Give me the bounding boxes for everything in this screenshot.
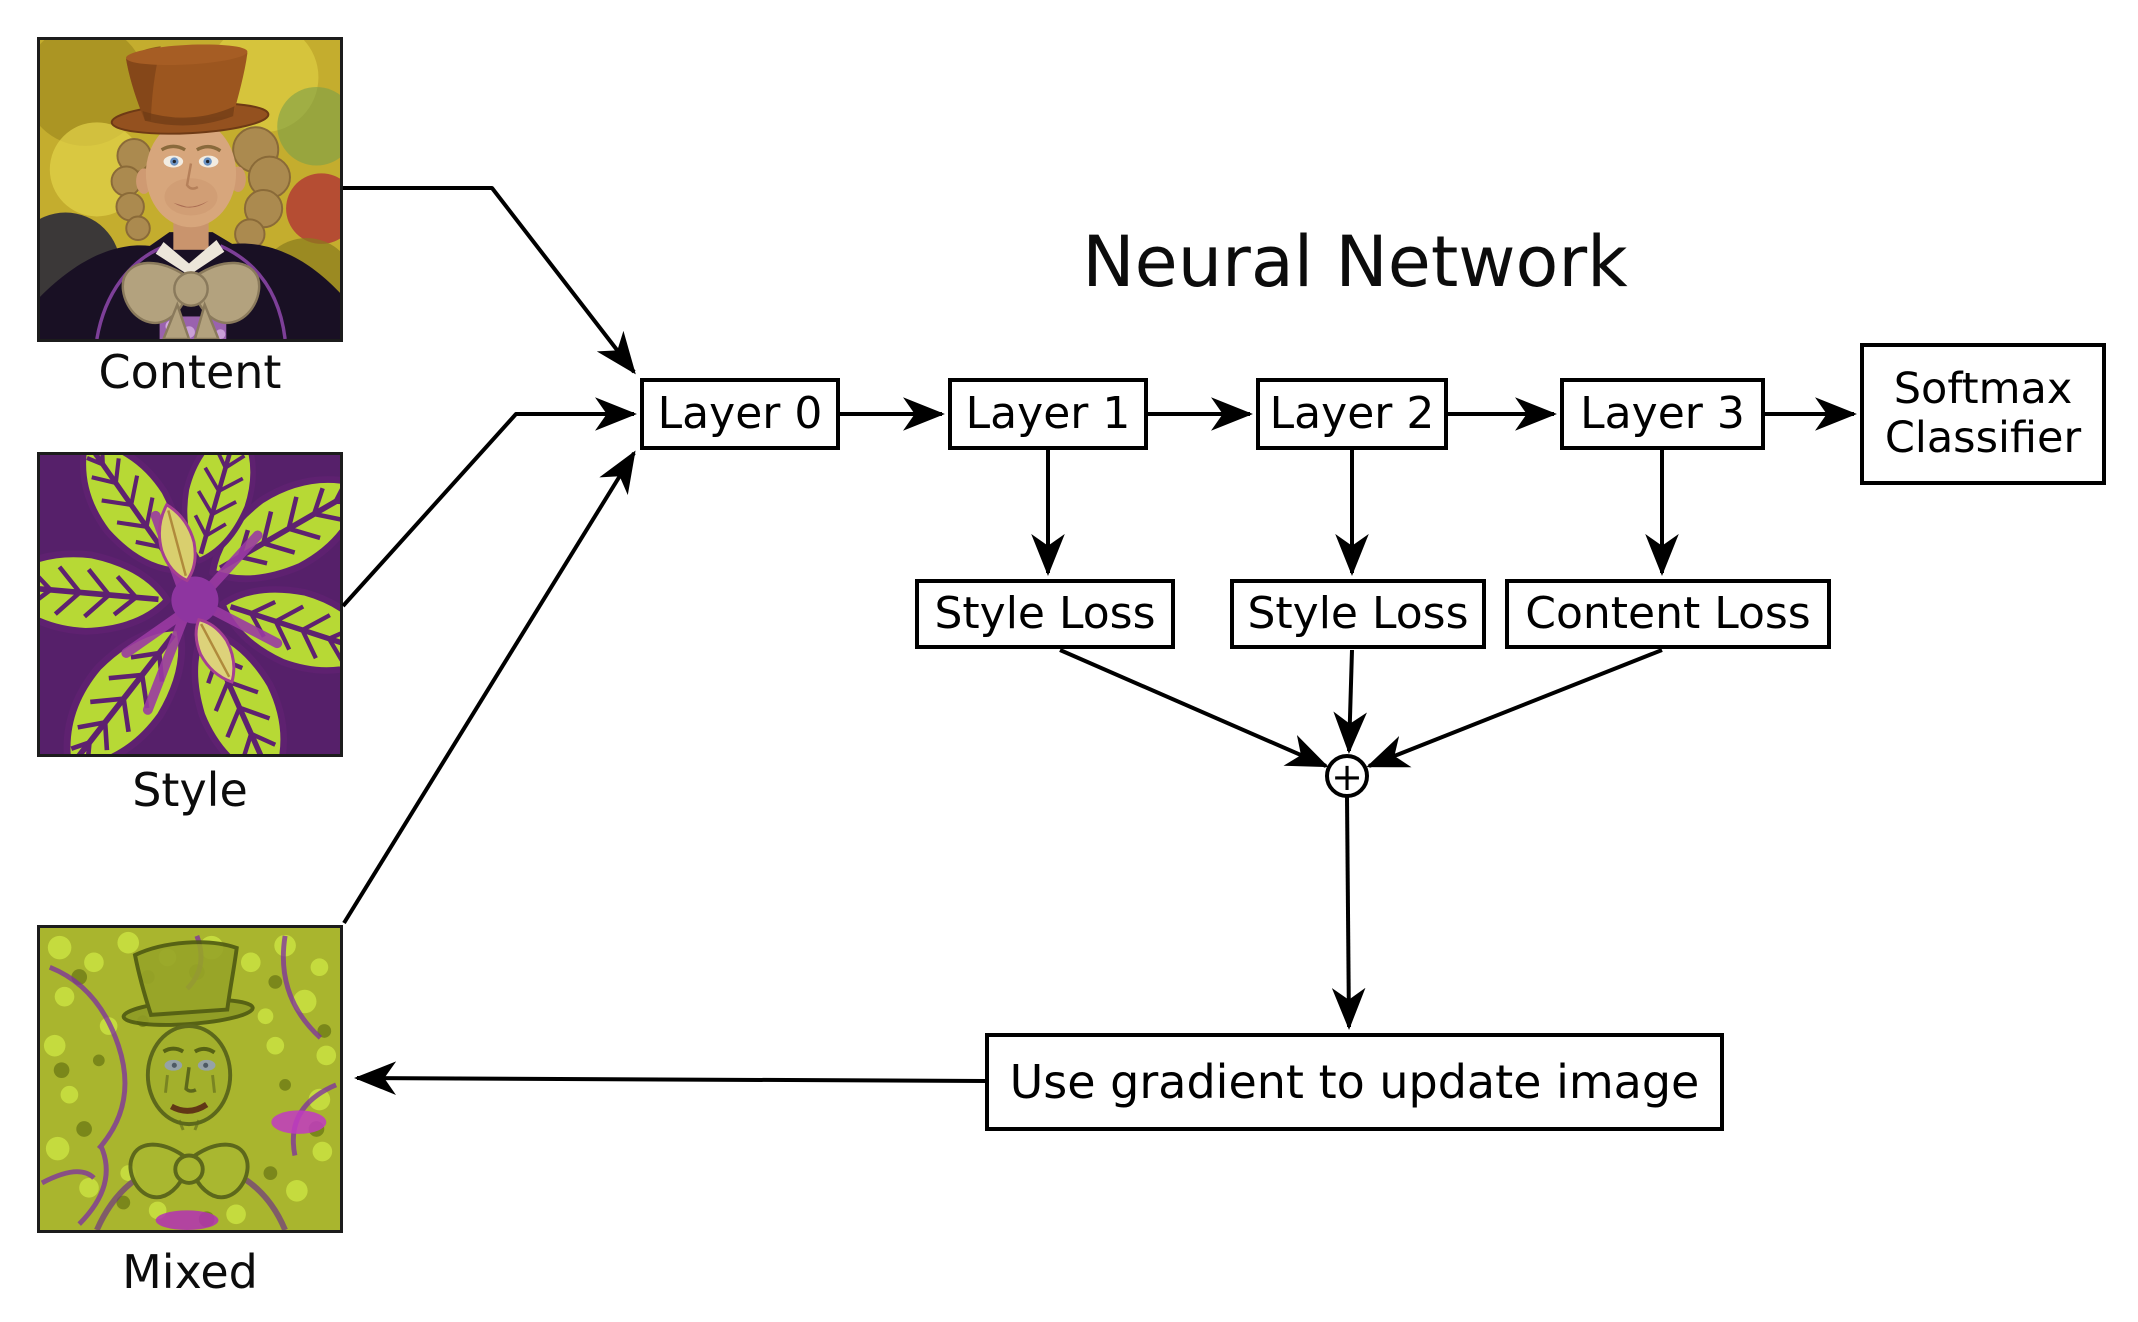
mixed-portrait [94,940,288,1230]
softmax-line: Softmax [1893,363,2073,414]
layer-2-box: Layer 2 [1256,378,1448,450]
mixed-photo [37,925,343,1233]
arrow-content-to-layer0 [343,186,636,375]
softmax-classifier-box: Softmax Classifier [1860,343,2106,485]
content-loss-box: Content Loss [1505,579,1831,649]
style-loss-1-box: Style Loss [915,579,1175,649]
arrow-styleloss1-to-sum [1059,648,1329,768]
top-hat [110,44,270,135]
content-photo-art [40,40,340,339]
update-image-box: Use gradient to update image [985,1033,1724,1131]
magenta-accent-bottom [155,1210,219,1230]
arrow-styleloss2-to-sum [1333,649,1367,754]
content-label: Content [98,345,282,399]
hair [110,126,291,250]
arrow-update-to-mixed [354,1061,986,1095]
sum-circle [1325,754,1369,798]
arrow-style-to-layer0 [341,397,637,608]
magenta-accent-right [271,1110,327,1134]
purple-veins [40,934,338,1226]
arrow-mixed-to-layer0 [342,450,636,925]
bow-tie [121,261,261,339]
style-loss-2-box: Style Loss [1230,579,1486,649]
layer-1-box: Layer 1 [948,378,1148,450]
layer-3-box: Layer 3 [1560,378,1765,450]
content-photo [37,37,343,342]
mixed-label: Mixed [122,1245,258,1299]
face [136,119,246,228]
lapel-trim-right [219,244,287,339]
arrow-contentloss-to-sum [1366,648,1663,768]
style-photo-art [40,455,340,754]
coleus-center-leaves [157,502,236,684]
style-photo [37,452,343,757]
collar [155,239,225,276]
layer-0-box: Layer 0 [640,378,840,450]
sum-node: + [1325,754,1369,799]
arrow-sum-to-update [1331,796,1366,1030]
classifier-line: Classifier [1884,413,2082,463]
sum-plus-icon: + [1331,755,1363,799]
mixed-photo-art [40,928,340,1230]
style-label: Style [132,763,248,817]
lapel-trim-left [95,244,167,339]
diagram-title: Neural Network [1082,221,1628,303]
